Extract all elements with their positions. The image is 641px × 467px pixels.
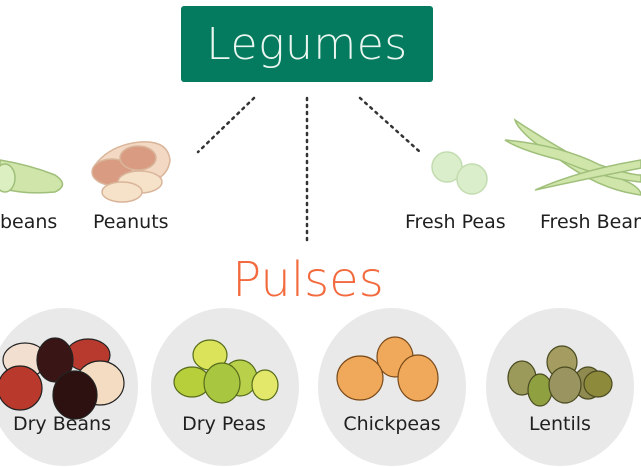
green-pod-icon [0,159,64,194]
pulse-label: Lentils [529,413,591,435]
connector-left [196,96,256,154]
legume-label: Fresh Beans [540,211,641,233]
legumes-title-box: Legumes [181,6,433,82]
dry-bean-icon [0,337,125,420]
lentil-icon [507,345,613,407]
connector-right [358,96,422,154]
green-bean-icon [504,118,641,196]
legumes-title: Legumes [206,18,408,70]
pulses-title: Pulses [232,252,384,308]
peanut-icon [91,141,171,203]
legume-label: Fresh Peas [405,211,506,233]
legume-label: Peanuts [93,211,169,233]
pulse-label: Chickpeas [343,413,441,435]
pulse-label: Dry Peas [182,413,266,435]
chickpea-icon [336,336,439,402]
dry-pea-icon [173,339,279,404]
pulse-label: Dry Beans [12,413,112,435]
fresh-pea-icon [431,151,488,195]
legume-label: beans [0,211,58,233]
